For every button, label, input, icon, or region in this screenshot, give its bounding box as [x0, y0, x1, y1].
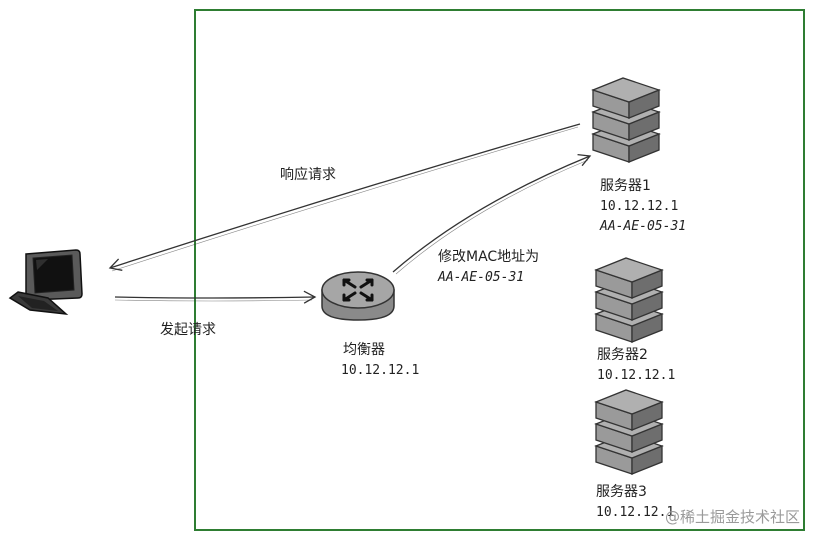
- server-1-mac: AA-AE-05-31: [600, 219, 687, 234]
- server-3-ip: 10.12.12.1: [596, 505, 675, 520]
- server-2-ip: 10.12.12.1: [597, 368, 676, 383]
- watermark: @稀土掘金技术社区: [664, 508, 800, 526]
- balancer-name: 均衡器: [343, 342, 385, 358]
- response-arrow: [108, 123, 581, 271]
- datacenter-boundary: [194, 9, 805, 531]
- server-2-name: 服务器2: [597, 347, 648, 363]
- response-arrow-shadow: [111, 126, 579, 272]
- server-1-ip: 10.12.12.1: [600, 199, 679, 214]
- balancer-ip: 10.12.12.1: [341, 363, 420, 378]
- modify-mac-value: AA-AE-05-31: [438, 270, 525, 285]
- server-2-icon: [594, 257, 664, 343]
- server-3-name: 服务器3: [596, 484, 647, 500]
- server-unit: [594, 389, 664, 431]
- request-arrow-shadow: [114, 299, 313, 302]
- request-label: 发起请求: [160, 322, 216, 338]
- server-unit: [594, 257, 664, 299]
- forward-arrow: [392, 153, 592, 273]
- modify-mac-label: 修改MAC地址为: [438, 249, 540, 265]
- router-icon: [321, 271, 395, 321]
- server-1-icon: [591, 77, 661, 163]
- server-3-icon: [594, 389, 664, 475]
- response-label: 响应请求: [280, 167, 336, 183]
- server-1-name: 服务器1: [600, 178, 651, 194]
- forward-arrow-shadow: [395, 159, 589, 275]
- server-unit: [591, 77, 661, 119]
- request-arrow: [114, 290, 317, 304]
- client-computer-icon: [8, 249, 83, 316]
